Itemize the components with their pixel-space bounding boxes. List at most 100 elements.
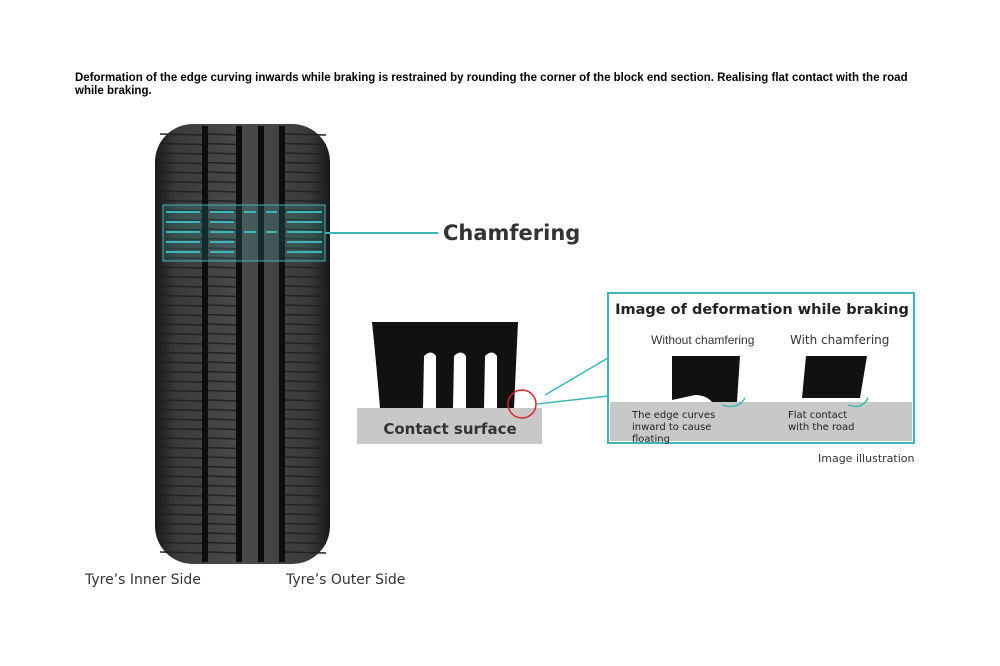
tread-sipe <box>159 266 203 269</box>
tread-sipe <box>207 332 237 336</box>
contact-surface-label: Contact surface <box>383 420 517 438</box>
tread-sipe <box>284 361 327 364</box>
caption-text: Deformation of the edge curving inwards … <box>75 72 908 97</box>
tread-sipe <box>159 161 203 165</box>
tread-sipe <box>207 475 237 478</box>
tread-sipe <box>207 370 237 374</box>
tread-sipe <box>284 465 327 469</box>
without-chamfering-note: The edge curves inward to cause floating <box>632 410 716 445</box>
tread-sipe <box>159 551 203 554</box>
tread-sipe <box>284 142 327 146</box>
tread-sipe <box>159 275 203 279</box>
tread-sipe <box>159 323 203 326</box>
tread-sipe <box>207 304 237 307</box>
without-chamfering-label: Without chamfering <box>651 333 755 347</box>
image-illustration-label: Image illustration <box>818 452 915 465</box>
tread-sipe <box>207 199 237 203</box>
tread-sipe <box>207 209 237 212</box>
tread-sipe <box>159 446 203 450</box>
tread-sipe <box>284 171 327 174</box>
tread-sipe <box>207 551 237 554</box>
tread-sipe <box>284 494 327 497</box>
tread-sipe <box>159 465 203 469</box>
tread-sipe <box>207 380 237 383</box>
tread-sipe <box>284 294 327 298</box>
tread-sipe <box>159 361 203 364</box>
tread-sipe <box>284 237 327 241</box>
with-chamfering-note: Flat contact with the road <box>788 410 855 433</box>
tread-sipe <box>284 427 327 431</box>
inset-title: Image of deformation while braking <box>615 302 909 318</box>
tread-sipe <box>284 503 327 507</box>
chamfering-highlight <box>162 204 326 262</box>
tread-sipe <box>207 513 237 516</box>
tread-sipe <box>159 228 203 231</box>
tread-sipe <box>284 313 327 317</box>
tread-sipe <box>207 180 237 184</box>
tread-sipe <box>207 494 237 497</box>
tread-sipe <box>284 342 327 345</box>
tread-sipe <box>207 323 237 326</box>
tread-sipe <box>284 351 327 355</box>
deformation-inset <box>607 292 915 444</box>
tread-sipe <box>159 532 203 535</box>
tread-sipe <box>207 418 237 421</box>
tread-sipe <box>284 228 327 231</box>
tyre-front-view <box>155 124 330 564</box>
tread-sipe <box>159 190 203 193</box>
tread-sipe <box>159 351 203 355</box>
tread-sipe <box>159 209 203 212</box>
tread-sipe <box>284 209 327 212</box>
tread-sipe <box>159 427 203 431</box>
tread-sipe <box>159 513 203 516</box>
tread-sipe <box>159 142 203 146</box>
tread-sipe <box>159 503 203 507</box>
tread-sipe <box>207 399 237 402</box>
tread-sipe <box>284 256 327 260</box>
tread-sipe <box>207 133 237 136</box>
tread-sipe <box>284 218 327 222</box>
tread-sipe <box>284 266 327 269</box>
tread-sipe <box>159 541 203 545</box>
tread-sipe <box>284 285 327 288</box>
tread-sipe <box>159 456 203 459</box>
tread-sipe <box>207 465 237 469</box>
tread-sipe <box>159 389 203 393</box>
tread-sipe <box>159 399 203 402</box>
tread-sipe <box>284 370 327 374</box>
tread-sipe <box>284 484 327 488</box>
tread-sipe <box>159 294 203 298</box>
tread-sipe <box>159 522 203 526</box>
tread-sipe <box>207 342 237 345</box>
tread-sipe <box>207 313 237 317</box>
tread-sipe <box>284 199 327 203</box>
tread-sipe <box>284 475 327 478</box>
tread-sipe <box>284 380 327 383</box>
tread-sipe <box>284 152 327 155</box>
tread-sipe <box>284 456 327 459</box>
tread-sipe <box>207 294 237 298</box>
tread-sipe <box>284 551 327 554</box>
tread-sipe <box>207 247 237 250</box>
inner-side-label: Tyre’s Inner Side <box>85 572 201 588</box>
tread-sipe <box>284 190 327 193</box>
tread-sipe <box>207 171 237 174</box>
tread-sipe <box>207 190 237 193</box>
tread-sipe <box>207 285 237 288</box>
tread-sipe <box>284 133 327 136</box>
tread-sipe <box>207 237 237 241</box>
tread-sipe <box>159 313 203 317</box>
chamfering-label: Chamfering <box>443 221 581 245</box>
tread-sipe <box>284 522 327 526</box>
tread-sipe <box>207 456 237 459</box>
with-chamfering-label: With chamfering <box>790 333 890 347</box>
tread-sipe <box>159 332 203 336</box>
tread-sipe <box>284 247 327 250</box>
tread-sipe <box>284 275 327 279</box>
highlight-circle <box>507 389 537 419</box>
tread-sipe <box>207 541 237 545</box>
tread-sipe <box>159 494 203 497</box>
outer-side-label: Tyre’s Outer Side <box>286 572 406 588</box>
tread-sipe <box>159 380 203 383</box>
